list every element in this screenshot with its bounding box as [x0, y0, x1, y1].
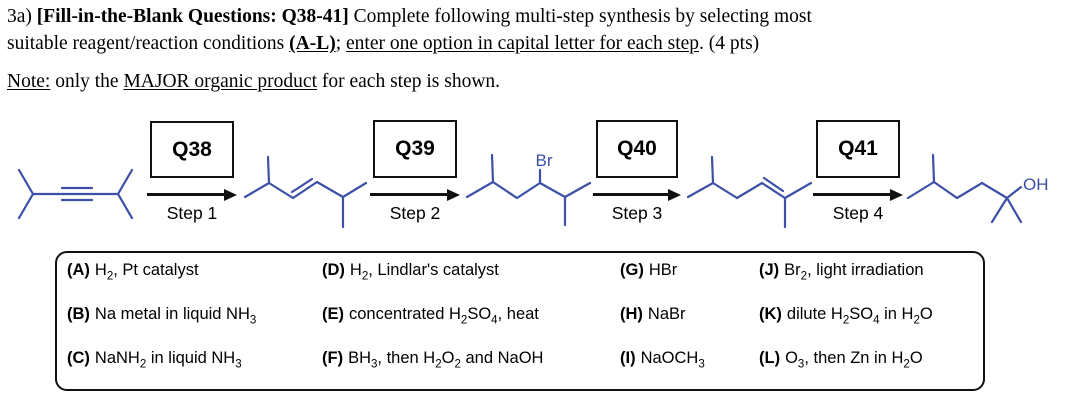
option-text: H2, Lindlar's catalyst [349, 261, 499, 283]
option-B: (B)Na metal in liquid NH3 [67, 305, 256, 326]
option-text: BH3, then H2O2 and NaOH [348, 349, 544, 371]
note-label: Note: [7, 71, 51, 92]
option-I: (I)NaOCH3 [620, 349, 705, 370]
option-G: (G)HBr [620, 261, 677, 280]
option-letter: (I) [620, 349, 636, 367]
step-label: Step 1 [166, 203, 218, 223]
question-text-line-2: suitable reagent/reaction conditions (A-… [7, 33, 760, 54]
option-letter: (L) [759, 349, 781, 367]
answer-box-label: Q41 [838, 137, 878, 160]
option-text: O3, then Zn in H2O [785, 349, 923, 371]
answer-box-q40[interactable]: Q40 [596, 120, 678, 178]
option-letter: (B) [67, 305, 90, 323]
step-label: Step 2 [389, 203, 441, 223]
hydroxyl-group-label: OH [1023, 175, 1049, 194]
option-letter: (A) [67, 261, 90, 279]
answer-box-q41[interactable]: Q41 [816, 120, 900, 178]
note-line: Note: only the MAJOR organic product for… [7, 71, 501, 92]
option-text: NaOCH3 [640, 349, 705, 371]
bond-lines [906, 153, 1023, 224]
molecule-dimethylhexyne [17, 168, 134, 220]
option-E: (E) concentrated H2SO4, heat [322, 305, 539, 326]
molecule-alkyl-bromide: Br [465, 151, 592, 227]
molecule-trisubstituted-alkene [686, 155, 813, 229]
option-text: NaNH2 in liquid NH3 [94, 349, 242, 371]
reaction-arrow-icon [813, 193, 890, 196]
option-text: H2, Pt catalyst [94, 261, 199, 283]
option-letter: (D) [322, 261, 345, 279]
step-label: Step 3 [611, 203, 663, 223]
bond-lines [686, 155, 813, 229]
reagent-options-box: (A)H2, Pt catalyst (B)Na metal in liquid… [55, 251, 985, 391]
option-K: (K)dilute H2SO4 in H2O [759, 305, 933, 326]
option-J: (J)Br2, light irradiation [759, 261, 924, 282]
molecule-trans-alkene [243, 155, 368, 229]
option-letter: (F) [322, 349, 344, 367]
option-letter: (G) [620, 261, 644, 279]
option-A: (A)H2, Pt catalyst [67, 261, 199, 282]
option-text: dilute H2SO4 in H2O [786, 305, 933, 327]
option-H: (H)NaBr [620, 305, 686, 324]
answer-box-label: Q38 [172, 137, 212, 161]
bond-lines [17, 168, 134, 220]
option-text: Br2, light irradiation [784, 261, 924, 283]
step-label: Step 4 [832, 203, 884, 223]
answer-box-q39[interactable]: Q39 [373, 120, 457, 178]
bromine-atom-label: Br [536, 151, 553, 170]
bond-lines [243, 155, 368, 229]
option-letter: (H) [620, 305, 643, 323]
option-letter: (K) [759, 305, 782, 323]
question-title: [Fill-in-the-Blank Questions: Q38-41] [36, 6, 349, 27]
question-number: 3a) [7, 6, 37, 27]
option-text: concentrated H2SO4, heat [349, 305, 539, 327]
option-D: (D)H2, Lindlar's catalyst [322, 261, 499, 282]
option-L: (L)O3, then Zn in H2O [759, 349, 923, 370]
answer-box-label: Q40 [617, 137, 657, 160]
option-letter: (C) [67, 349, 90, 367]
option-range: (A-L) [289, 33, 336, 54]
option-text: Na metal in liquid NH3 [94, 305, 257, 327]
option-text: HBr [648, 261, 678, 279]
option-F: (F)BH3, then H2O2 and NaOH [322, 349, 543, 370]
question-text-line-1: 3a) [Fill-in-the-Blank Questions: Q38-41… [7, 6, 812, 27]
reaction-arrow-icon [593, 193, 668, 196]
bond-lines [465, 153, 592, 227]
reaction-arrow-icon [147, 193, 224, 196]
answer-box-label: Q39 [395, 137, 435, 160]
option-letter: (J) [759, 261, 780, 279]
molecule-tertiary-alcohol: OH [906, 153, 1049, 224]
option-letter: (E) [322, 305, 344, 323]
option-C: (C)NaNH2 in liquid NH3 [67, 349, 242, 370]
answer-box-q38[interactable]: Q38 [150, 121, 234, 178]
option-text: NaBr [647, 305, 686, 323]
reaction-arrow-icon [370, 193, 447, 196]
